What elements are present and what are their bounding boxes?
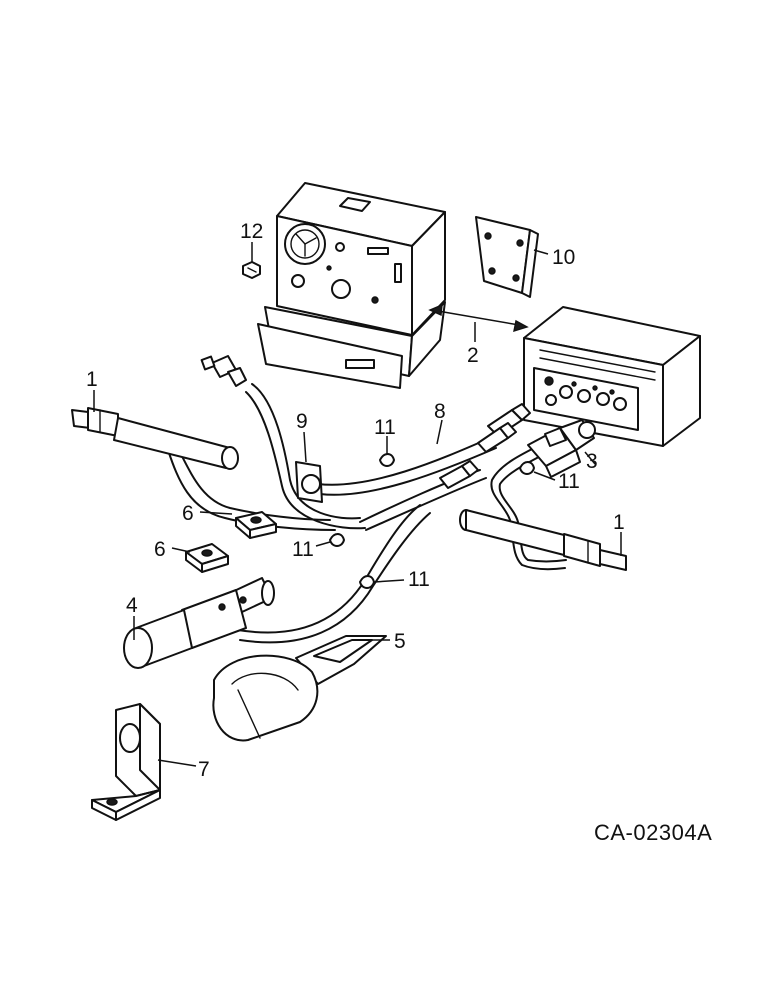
control-box-upper xyxy=(257,182,446,389)
callout-6-upper: 6 xyxy=(182,502,194,525)
callout-9: 9 xyxy=(296,410,308,433)
callout-3: 3 xyxy=(586,450,598,473)
callout-labels: 1 1 2 3 4 5 6 6 7 8 9 10 11 11 11 11 12 xyxy=(86,220,625,781)
screw xyxy=(242,261,261,279)
callout-5: 5 xyxy=(394,630,406,653)
remote-cylinder xyxy=(123,577,275,669)
hose-clip xyxy=(519,461,535,475)
valve-box xyxy=(523,306,701,447)
cylinder-guard xyxy=(212,635,387,742)
hose-clamp-bracket xyxy=(295,461,323,503)
callout-11-right: 11 xyxy=(558,470,580,493)
hydraulic-cylinder-left xyxy=(71,407,239,470)
callout-1-right: 1 xyxy=(613,511,625,534)
callout-8: 8 xyxy=(434,400,446,423)
callout-1-left: 1 xyxy=(86,368,98,391)
callout-10: 10 xyxy=(552,246,575,269)
hose-clip xyxy=(359,575,375,589)
relocation-arrow xyxy=(428,303,529,333)
hose-block-upper xyxy=(235,511,277,539)
hose-clip xyxy=(329,533,345,547)
drawing-number: CA-02304A xyxy=(594,820,712,845)
callout-11-middle: 11 xyxy=(292,538,314,561)
leader-lines xyxy=(93,242,622,767)
coupler-assembly xyxy=(527,419,596,478)
callout-12: 12 xyxy=(240,220,263,243)
callout-11-lower: 11 xyxy=(408,568,430,591)
callout-7: 7 xyxy=(198,758,210,781)
mounting-plate xyxy=(475,216,539,298)
callout-6-lower: 6 xyxy=(154,538,166,561)
callout-4: 4 xyxy=(126,594,138,617)
quick-couplers xyxy=(200,355,531,489)
hydraulic-cylinder-right xyxy=(459,509,627,571)
callout-2: 2 xyxy=(467,344,479,367)
anchor-bracket xyxy=(91,703,161,821)
hose-clip xyxy=(379,453,395,467)
hose-block-lower xyxy=(185,543,229,573)
callout-11-top: 11 xyxy=(374,416,396,439)
